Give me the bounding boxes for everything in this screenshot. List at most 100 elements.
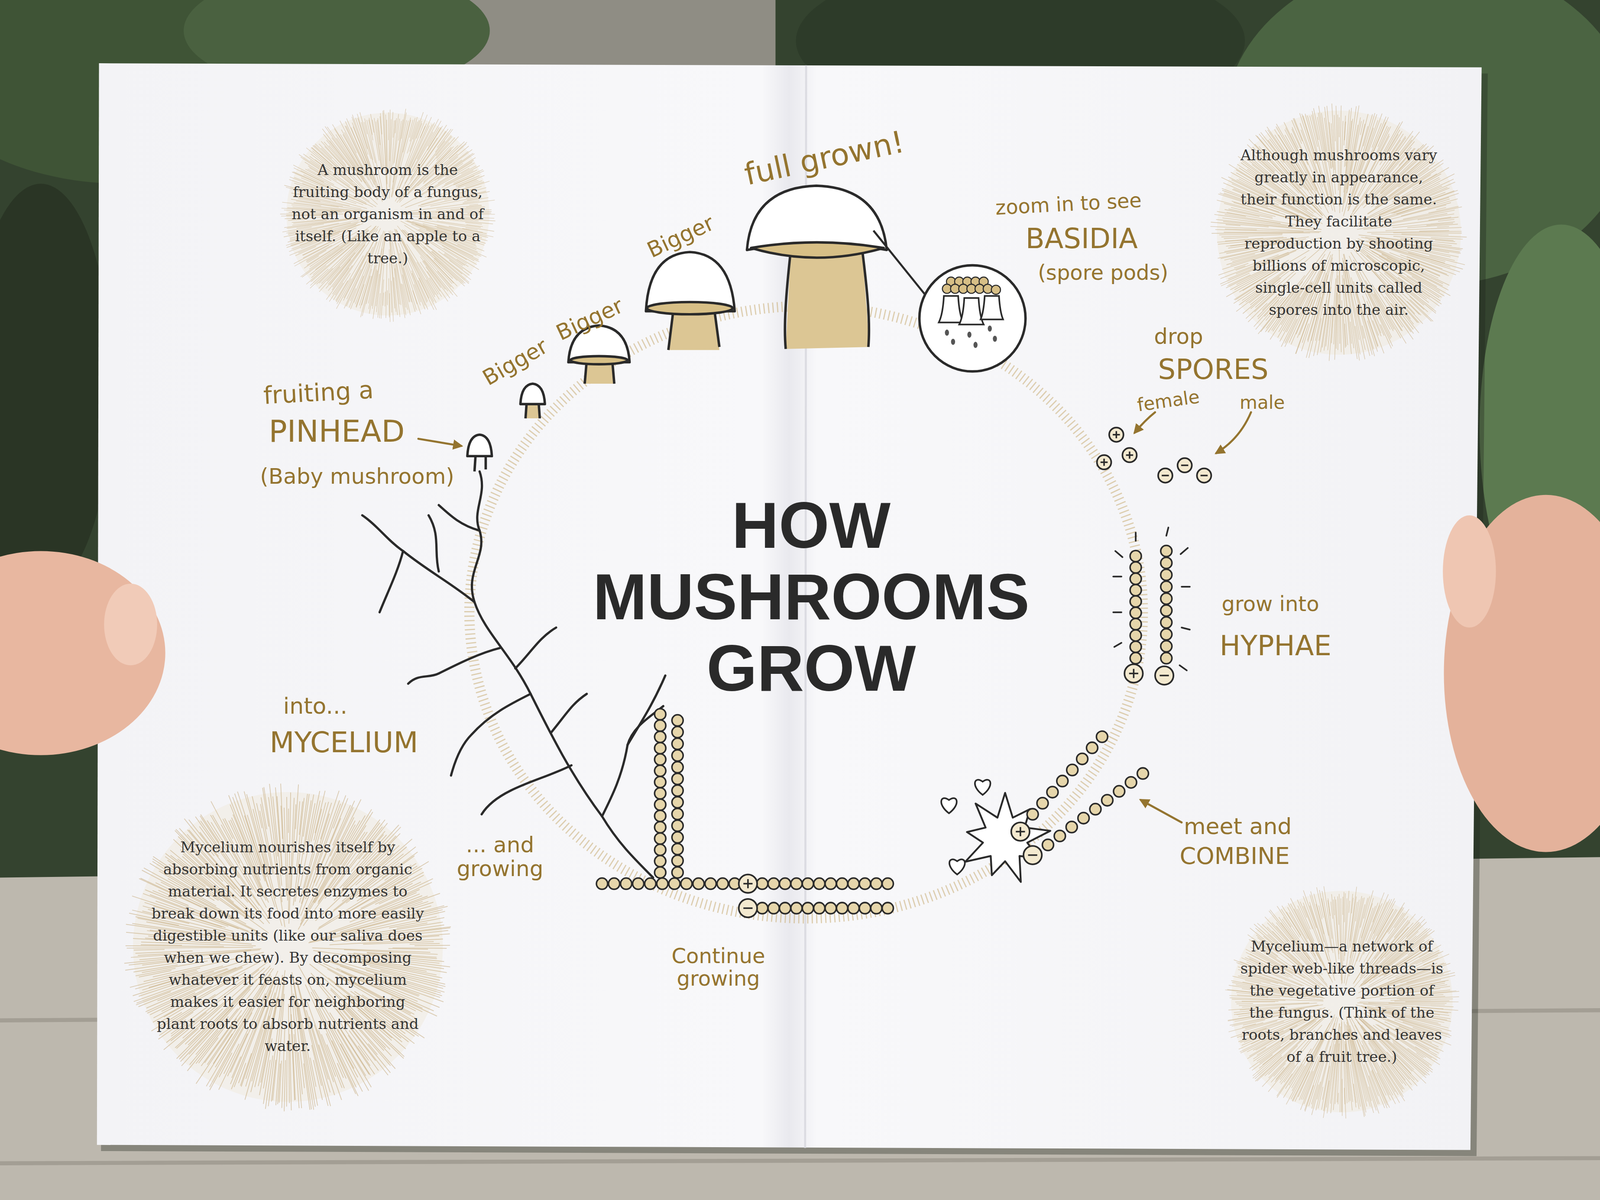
spore-line bbox=[1298, 1071, 1310, 1098]
spore-line bbox=[389, 293, 390, 323]
stage-label: into... bbox=[283, 693, 348, 719]
spore-line bbox=[314, 1024, 334, 1082]
mycelium-network bbox=[550, 693, 587, 733]
sign-mark bbox=[1103, 458, 1105, 466]
mycelium-network bbox=[515, 627, 557, 669]
hypha-cell bbox=[813, 902, 826, 914]
sign-mark bbox=[1128, 451, 1131, 459]
spore-line bbox=[388, 112, 389, 140]
spore-line bbox=[228, 795, 259, 872]
spore-line bbox=[391, 281, 394, 322]
hypha-cell bbox=[644, 878, 656, 890]
mushroom-growth-stages bbox=[647, 301, 733, 315]
hypha-cell bbox=[767, 878, 780, 890]
female-spore bbox=[1124, 664, 1143, 683]
basidia-magnifier bbox=[967, 331, 972, 338]
stage-label: meet and bbox=[1183, 814, 1292, 839]
spore-line bbox=[140, 944, 182, 946]
hypha-cell bbox=[790, 878, 803, 890]
spore-line bbox=[1230, 207, 1273, 218]
hypha-cell bbox=[654, 731, 666, 743]
hypha-cell bbox=[654, 742, 666, 755]
spore-line bbox=[1318, 905, 1323, 920]
spore-line bbox=[401, 283, 406, 308]
spore-line bbox=[1343, 115, 1346, 146]
spore-line bbox=[326, 140, 344, 161]
spore-print-bubble: A mushroom is the fruiting body of a fun… bbox=[277, 103, 499, 325]
stage-label: Bigger bbox=[478, 334, 552, 391]
spore-line bbox=[350, 288, 356, 302]
bubble-text: Mycelium nourishes itself by absorbing n… bbox=[148, 836, 427, 1058]
bubble-text: Mycelium—a network of spider web-like th… bbox=[1240, 935, 1444, 1069]
hypha-cell bbox=[1160, 628, 1173, 641]
spore-line bbox=[1334, 114, 1335, 142]
hypha-cell bbox=[1076, 753, 1089, 765]
basidia-magnifier bbox=[938, 295, 964, 323]
hypha-cell bbox=[654, 776, 666, 788]
mushroom-growth-stages bbox=[746, 185, 887, 250]
spore-line bbox=[1252, 1055, 1273, 1071]
hypha-cell bbox=[882, 902, 894, 914]
spore-line bbox=[1247, 303, 1267, 322]
stage-label: Bigger bbox=[552, 293, 627, 346]
spore-line bbox=[340, 120, 357, 154]
mushroom-growth-stages bbox=[785, 249, 870, 350]
bubble-text-group: A mushroom is the fruiting body of a fun… bbox=[290, 158, 486, 270]
spore-line bbox=[1392, 232, 1462, 234]
spore-line bbox=[1421, 167, 1449, 184]
hypha-cell bbox=[671, 843, 684, 856]
spore-line bbox=[1273, 1063, 1286, 1078]
spore-line bbox=[1437, 226, 1450, 228]
spore-line bbox=[245, 1029, 263, 1087]
hypha-cell bbox=[848, 878, 860, 890]
basidia-magnifier bbox=[873, 230, 1026, 372]
hypha-cell bbox=[654, 855, 666, 868]
hypha-cell bbox=[671, 726, 684, 739]
hypha-cell bbox=[1160, 652, 1173, 664]
basidia-magnifier bbox=[992, 335, 997, 342]
female-spore bbox=[1097, 455, 1112, 470]
foliage bbox=[0, 183, 113, 593]
mushroom-growth-stages bbox=[784, 249, 869, 350]
hypha-cell bbox=[1130, 584, 1142, 596]
spore-line bbox=[1313, 318, 1322, 357]
spore-line bbox=[1368, 1087, 1377, 1111]
hypha-cell bbox=[671, 820, 684, 832]
female-spore bbox=[1122, 447, 1137, 463]
spore-line bbox=[1333, 900, 1335, 916]
basidia-magnifier bbox=[980, 295, 1004, 320]
spore-line bbox=[1319, 890, 1329, 937]
spore-line bbox=[307, 803, 315, 841]
hypha-cell bbox=[779, 878, 791, 890]
basidia-magnifier bbox=[951, 338, 956, 345]
spore-line bbox=[388, 948, 428, 949]
hypha-cell bbox=[882, 878, 894, 890]
mycelium-network bbox=[428, 515, 439, 572]
female-spore bbox=[1109, 427, 1124, 442]
bubble-text: A mushroom is the fruiting body of a fun… bbox=[290, 158, 486, 270]
spore-line bbox=[1218, 265, 1246, 276]
sign-mark bbox=[1028, 854, 1038, 857]
mushroom-growth-stages bbox=[467, 185, 887, 472]
bubble-text: Although mushrooms vary greatly in appea… bbox=[1239, 144, 1439, 321]
hypha-cell bbox=[671, 750, 684, 762]
spore-line bbox=[384, 291, 386, 307]
spore-line bbox=[329, 259, 351, 286]
stage-label: PINHEAD bbox=[268, 414, 405, 449]
spore-line bbox=[1234, 263, 1249, 269]
hypha-cell bbox=[671, 867, 684, 879]
spore-line bbox=[311, 1045, 322, 1086]
hypha-cell bbox=[825, 878, 837, 890]
holding-hand bbox=[0, 550, 166, 755]
hypha-cell bbox=[1042, 839, 1054, 851]
mycelium-network bbox=[379, 550, 403, 613]
spore-line bbox=[1235, 1001, 1276, 1003]
stage-label: male bbox=[1239, 392, 1285, 413]
spore-line bbox=[1389, 210, 1455, 223]
spore-line bbox=[1218, 233, 1283, 236]
hypha-cell bbox=[671, 715, 684, 727]
spore-line bbox=[1434, 239, 1455, 242]
mushroom-growth-stages bbox=[474, 456, 486, 472]
hypha-cell bbox=[654, 787, 666, 800]
